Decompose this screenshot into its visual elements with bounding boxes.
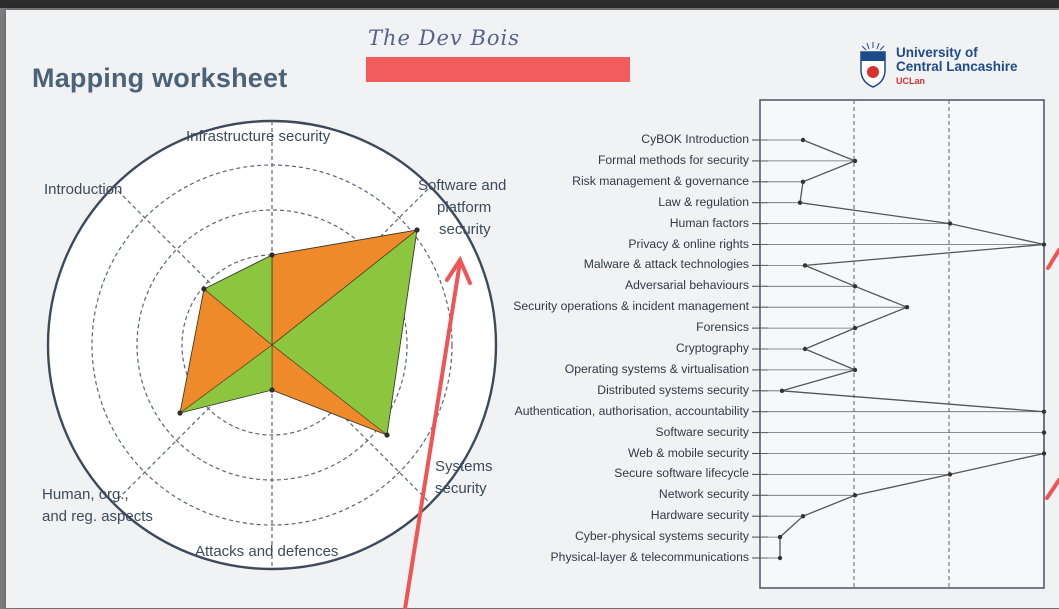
ranking-mark <box>852 367 858 373</box>
ranking-mark <box>947 472 953 477</box>
ranking-mark <box>1041 430 1047 435</box>
ranking-topic-label: Web & mobile security <box>627 445 749 460</box>
university-line-1: University of <box>896 45 978 60</box>
ranking-mark <box>947 221 953 226</box>
ranking-mark <box>852 284 858 289</box>
axis-label-human-line2: and reg. aspects <box>42 508 153 525</box>
ranking-topic-label: Cryptography <box>675 341 749 355</box>
ranking-mark <box>797 200 803 205</box>
axis-label-software-line3: security <box>439 221 491 238</box>
axis-label-introduction: Introduction <box>44 181 123 198</box>
university-crest-icon <box>860 42 886 88</box>
ranking-topic-label: Software security <box>655 424 749 439</box>
ranking-topic-label: Hardware security <box>650 508 749 523</box>
ranking-mark <box>852 493 858 498</box>
ranking-topic-label: Secure software lifecycle <box>614 466 749 481</box>
ranking-topic-label: CyBOK Introduction <box>641 132 749 146</box>
ranking-mark <box>852 325 858 331</box>
ranking-topic-label: Adversarial behaviours <box>625 278 749 293</box>
ranking-mark <box>800 179 806 184</box>
university-name: University of Central Lancashire <box>896 46 1018 74</box>
ranking-topic-label: Cyber-physical systems security <box>574 529 749 544</box>
handwritten-team-name: The Dev Bois <box>368 26 521 50</box>
ranking-mark <box>800 137 806 143</box>
axis-label-human-org: Human, org., and reg. aspects <box>42 484 153 528</box>
ranking-mark <box>852 158 858 164</box>
axis-label-infrastructure: Infrastructure security <box>186 128 331 145</box>
top-dark-edge <box>0 0 1059 8</box>
axis-label-systems-line2: security <box>435 480 487 497</box>
ranking-topic-label: Operating systems & virtualisation <box>564 361 749 376</box>
ranking-mark <box>779 388 785 393</box>
ranking-mark <box>1041 451 1047 456</box>
axis-label-software-platform: Software and platform security <box>418 175 506 241</box>
ranking-topic-label: Malware & attack technologies <box>583 257 749 272</box>
ranking-mark <box>1041 242 1047 247</box>
ranking-topic-label: Network security <box>658 487 749 502</box>
ranking-topic-label: Risk management & governance <box>572 173 749 188</box>
ranking-mark <box>802 263 808 268</box>
ranking-topic-label: Forensics <box>696 320 749 335</box>
ranking-topic-label: Security operations & incident managemen… <box>513 299 749 314</box>
ranking-mark <box>802 346 808 352</box>
ranking-topic-label: Physical-layer & telecommunications <box>550 550 749 564</box>
axis-label-attacks: Attacks and defences <box>195 543 339 560</box>
ranking-topic-label: Privacy & online rights <box>628 236 749 251</box>
ranking-mark <box>777 534 783 540</box>
ranking-topic-label: Distributed systems security <box>597 382 749 397</box>
axis-label-systems-line1: Systems <box>435 458 493 475</box>
ranking-topic-label: Human factors <box>669 215 749 230</box>
uclan-label: UCLan <box>896 76 925 86</box>
ranking-topic-label: Authentication, authorisation, accountab… <box>514 403 749 418</box>
university-line-2: Central Lancashire <box>896 59 1018 74</box>
ranking-chart-frame <box>759 99 1045 589</box>
ranking-mark <box>1041 409 1047 414</box>
axis-label-systems: Systems security <box>435 456 493 500</box>
ranking-mark <box>800 514 806 519</box>
ranking-mark <box>777 555 783 561</box>
axis-label-human-line1: Human, org., <box>42 486 129 503</box>
axis-label-software-line2: platform <box>437 199 492 216</box>
axis-label-software-line1: Software and <box>418 177 507 194</box>
redaction-bar <box>366 57 630 82</box>
ranking-topic-label: Law & regulation <box>658 194 749 209</box>
page-title: Mapping worksheet <box>32 63 288 93</box>
ranking-topic-label: Formal methods for security <box>597 152 749 167</box>
ranking-mark <box>904 305 910 310</box>
